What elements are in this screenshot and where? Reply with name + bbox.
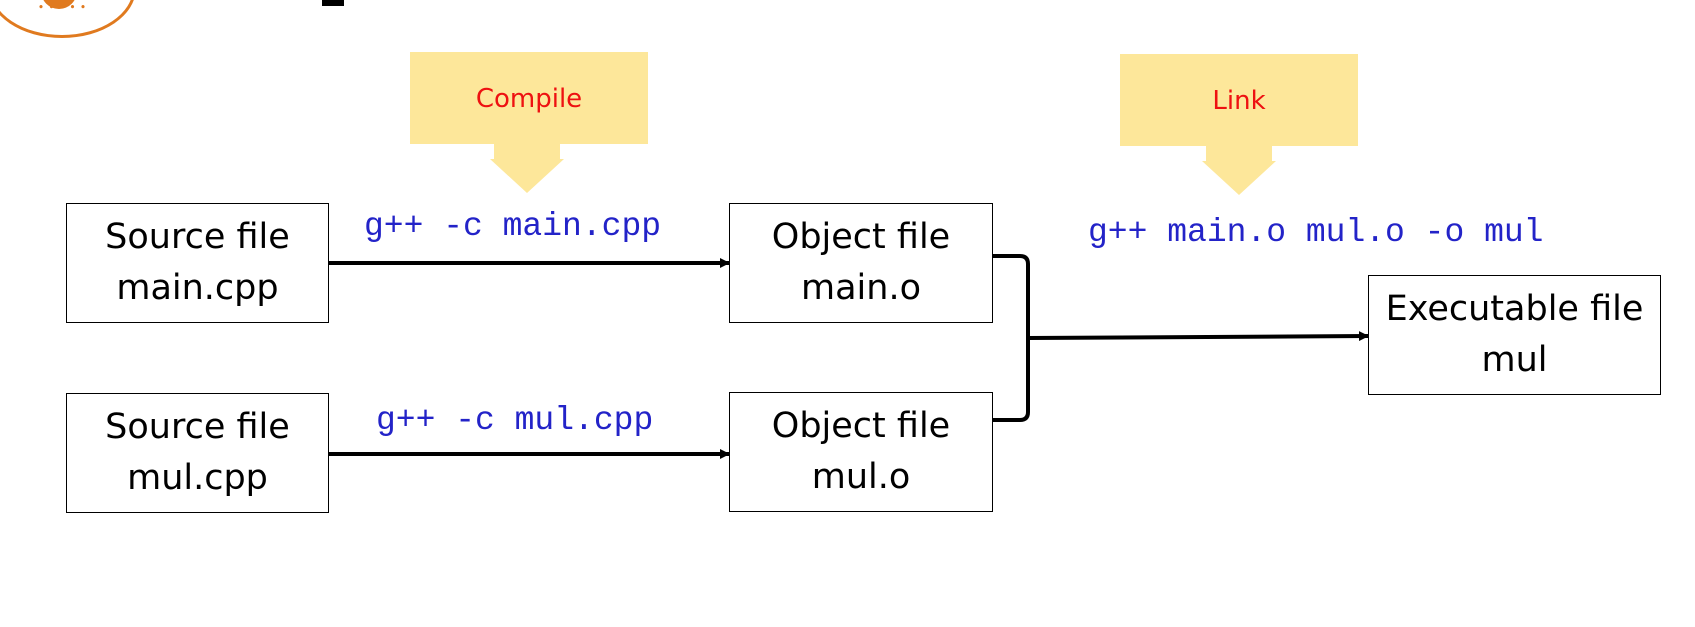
seal-ring-text: •••••: [37, 1, 91, 14]
object-file-mul-line1: Object file: [771, 406, 951, 446]
compile-callout-shape: [410, 52, 648, 193]
link-callout-shape: [1120, 54, 1358, 195]
object-file-mul-line2: mul.o: [811, 457, 911, 497]
object-file-main-line1: Object file: [771, 217, 951, 257]
compile-mul-command: g++ -c mul.cpp: [376, 402, 654, 439]
compile-label: Compile: [475, 84, 583, 114]
executable-file-line2: mul: [1481, 340, 1548, 380]
link-arrow: [1027, 331, 1369, 342]
executable-file-box: Executable file mul: [1368, 275, 1661, 395]
source-file-mul-line1: Source file: [105, 407, 290, 447]
source-file-mul-box: Source file mul.cpp: [66, 393, 329, 513]
source-file-mul-line2: mul.cpp: [127, 458, 268, 498]
executable-file-line1: Executable file: [1385, 289, 1644, 329]
link-merge-bracket: [993, 254, 1030, 422]
object-file-mul-box: Object file mul.o: [729, 392, 993, 512]
title-fragment: [322, 0, 344, 6]
compile-main-command: g++ -c main.cpp: [364, 208, 662, 245]
object-file-main-line2: main.o: [801, 268, 921, 308]
source-file-main-line1: Source file: [105, 217, 290, 257]
object-file-main-box: Object file main.o: [729, 203, 993, 323]
link-command: g++ main.o mul.o -o mul: [1088, 214, 1544, 251]
source-file-main-line2: main.cpp: [116, 268, 279, 308]
seal-center-mark: [41, 0, 77, 9]
link-label: Link: [1212, 86, 1266, 116]
source-file-main-box: Source file main.cpp: [66, 203, 329, 323]
